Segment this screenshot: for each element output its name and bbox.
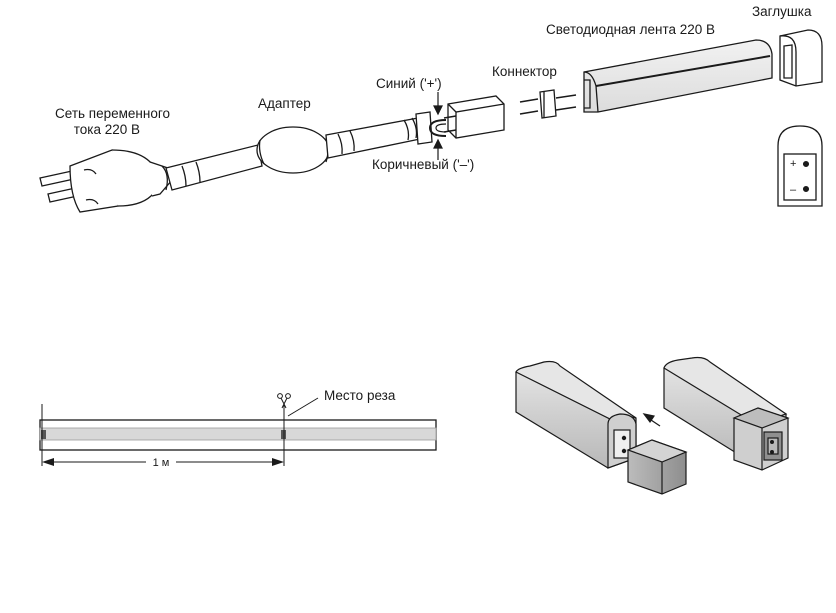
blue-wire-label: Синий ('+') xyxy=(376,76,442,91)
adapter-label: Адаптер xyxy=(258,96,311,111)
cut-point-label: Место реза xyxy=(324,388,396,403)
wire-pointer-arrows xyxy=(433,92,443,160)
power-plug xyxy=(39,149,173,213)
end-cap-label: Заглушка xyxy=(752,4,812,19)
connector-housing xyxy=(428,95,505,139)
connector-label: Коннектор xyxy=(492,64,557,79)
insert-arrow xyxy=(642,413,661,427)
iso-strip-capped xyxy=(663,356,790,471)
end-cap xyxy=(779,29,823,87)
minus-sign: – xyxy=(790,184,797,196)
led-strip-label: Светодиодная лента 220 В xyxy=(546,22,716,37)
mains-label-line1: Сеть переменного xyxy=(55,106,170,121)
small-connector xyxy=(519,89,577,119)
iso-strip-with-plug xyxy=(515,360,688,495)
power-cord xyxy=(165,111,433,191)
mains-label-line2: тока 220 В xyxy=(73,122,140,137)
brown-wire-label: Коричневый ('–') xyxy=(372,157,475,172)
led-strip-segment xyxy=(583,39,773,113)
polarity-cap-view xyxy=(777,125,823,207)
strip-with-cut-mark xyxy=(39,397,437,466)
plus-sign: + xyxy=(790,158,797,170)
scissors-icon xyxy=(277,393,291,409)
length-label: 1 м xyxy=(146,455,176,471)
